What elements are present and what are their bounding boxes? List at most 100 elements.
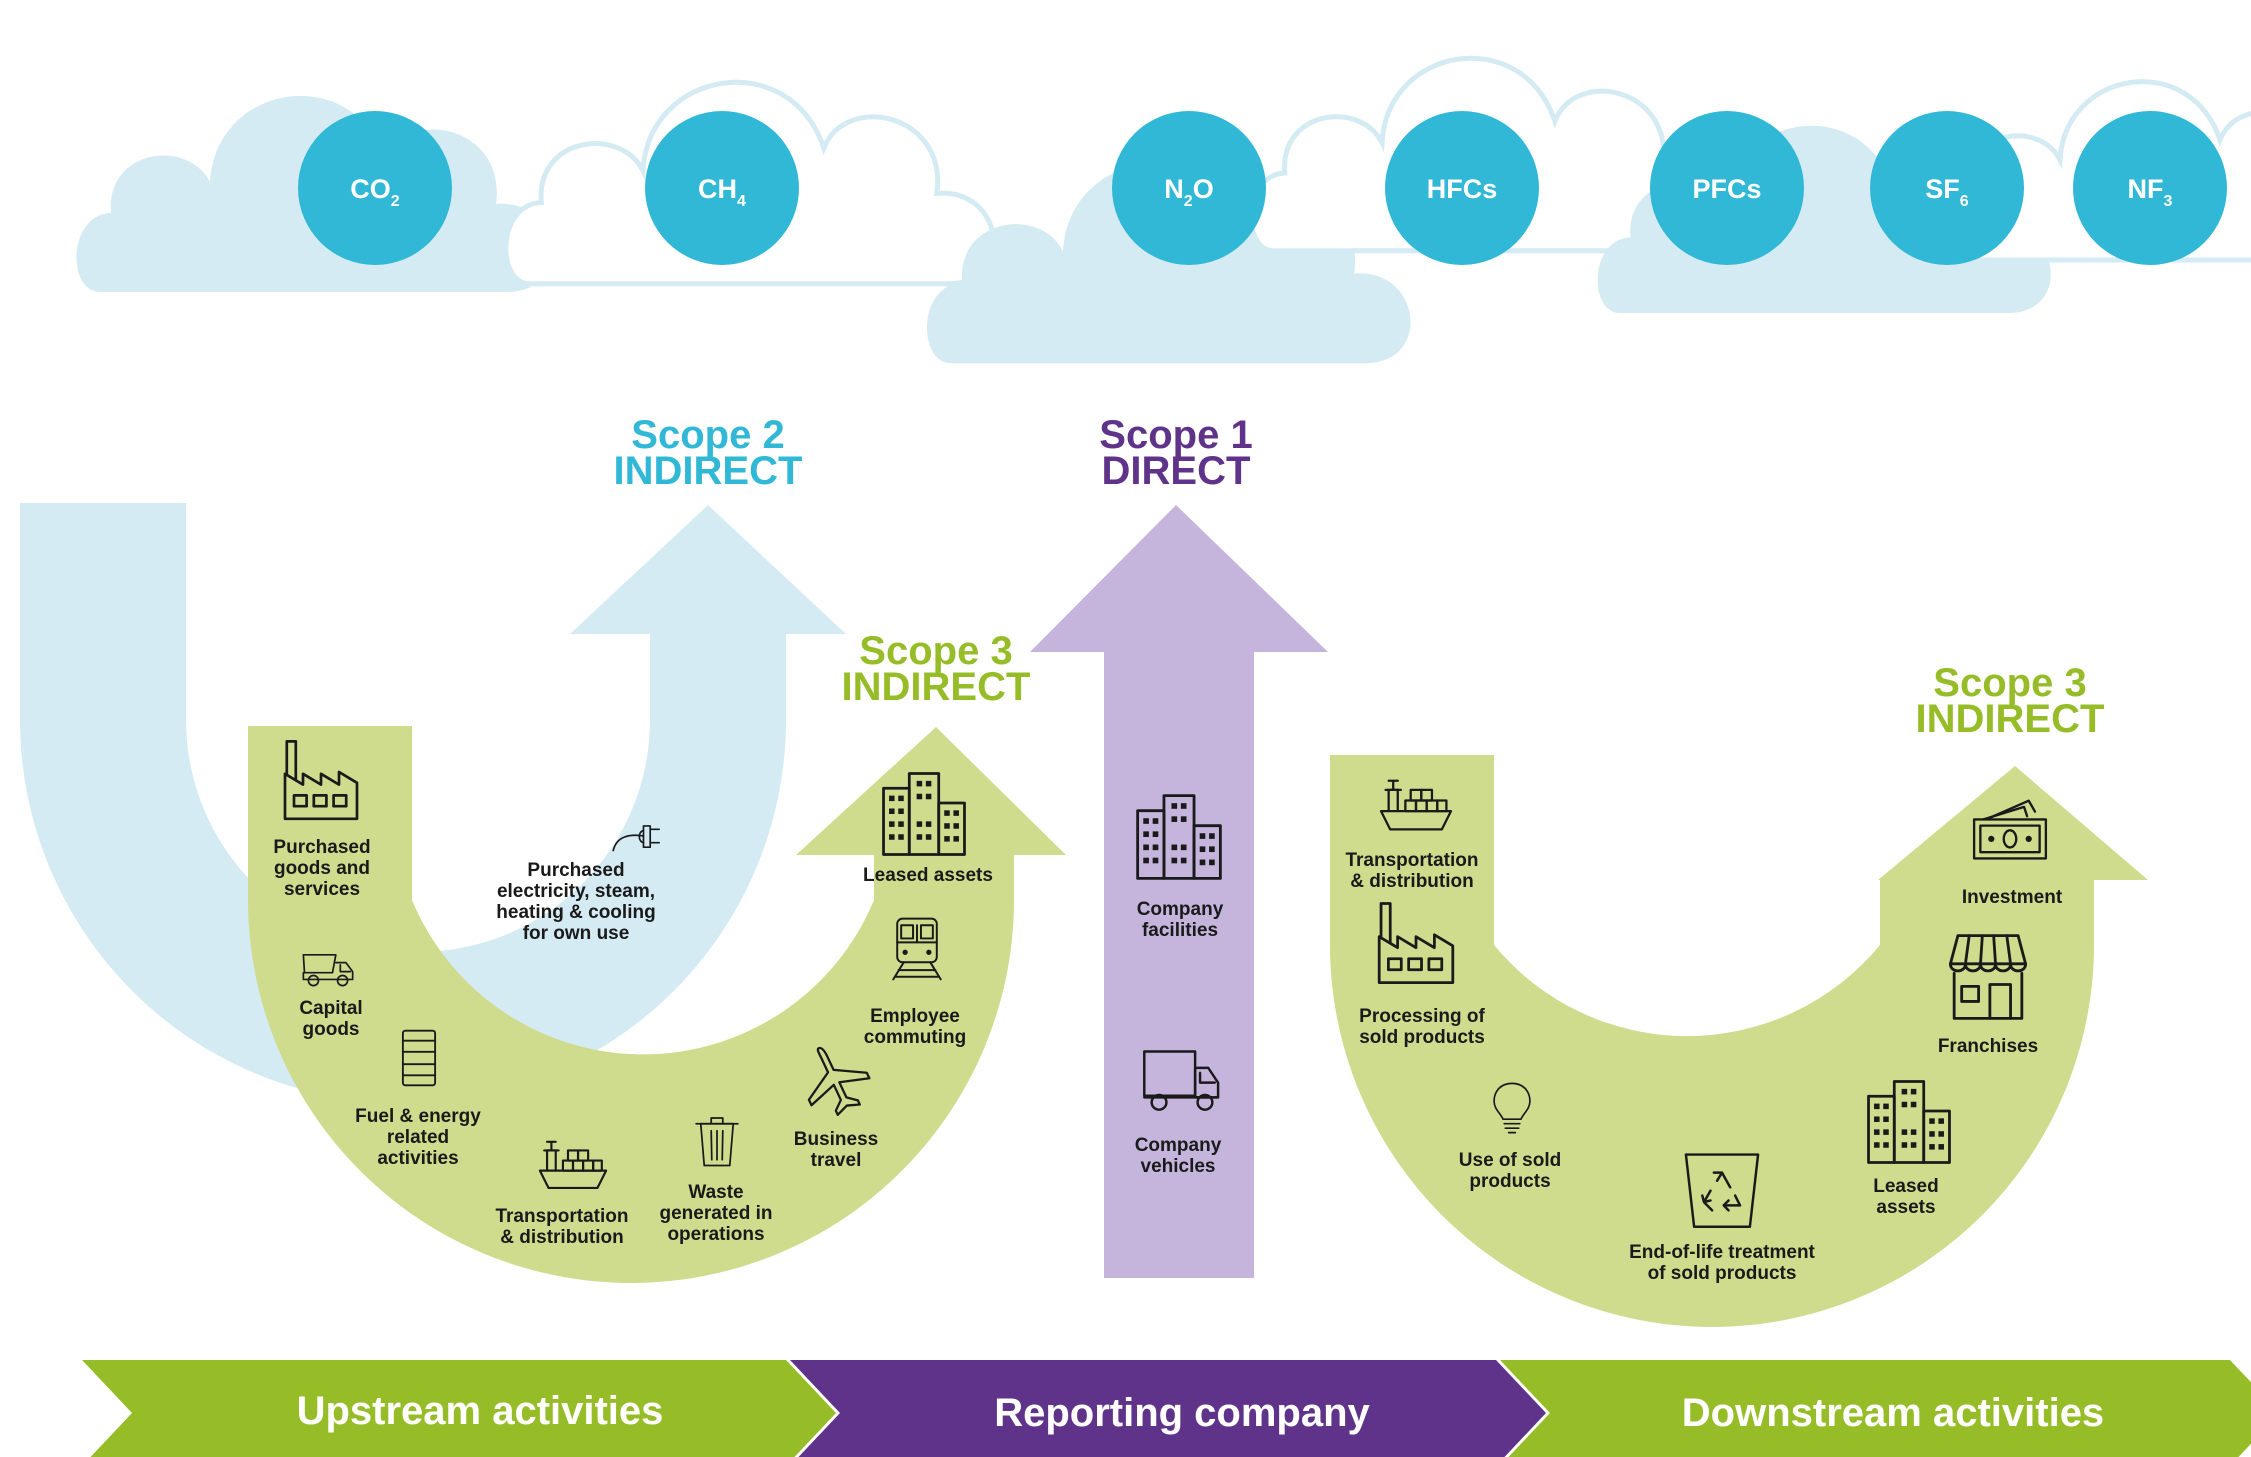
activity-label-line: Leased assets [863, 865, 993, 886]
activity-label-line: Business [794, 1129, 878, 1150]
scope3-upstream-title-line1: Scope 3 [859, 629, 1012, 673]
activity-label-line: assets [1876, 1197, 1935, 1218]
gas-hfcs: HFCs [1385, 111, 1539, 265]
activity-label-line: Use of sold [1459, 1150, 1561, 1171]
activity-franchises: Franchises [1938, 934, 2038, 1057]
activity-label-line: goods [303, 1019, 360, 1040]
activity-label-line: travel [811, 1150, 862, 1171]
gas-label: CH4 [698, 174, 746, 210]
activity-label-line: Transportation [495, 1206, 628, 1227]
activity-label-line: of sold products [1648, 1263, 1797, 1284]
gas-co2: CO2 [298, 111, 452, 265]
scope1-title-line1: Scope 1 [1099, 413, 1252, 457]
gas-nf3: NF3 [2073, 111, 2227, 265]
gas-sf6: SF6 [1870, 111, 2024, 265]
activity-label-line: services [284, 879, 360, 900]
activity-label-line: Transportation [1345, 850, 1478, 871]
reporting-banner-label: Reporting company [994, 1391, 1370, 1435]
scope2-title-line1: Scope 2 [631, 413, 784, 457]
gas-label: CO2 [350, 174, 400, 210]
activity-label-line: Purchased [273, 837, 370, 858]
gas-label: SF6 [1925, 174, 1969, 210]
scope1-title: Scope 1 DIRECT [1099, 413, 1252, 493]
scope-bands [20, 503, 2148, 1328]
activity-label-line: for own use [523, 923, 630, 944]
scope3-downstream-title: Scope 3 INDIRECT [1916, 661, 2105, 741]
activity-label-line: Fuel & energy [355, 1106, 481, 1127]
activity-label-line: Investment [1962, 887, 2063, 908]
activity-label-line: sold products [1359, 1027, 1485, 1048]
activity-label-line: goods and [274, 858, 370, 879]
downstream-banner [1500, 1360, 2251, 1457]
gas-label: HFCs [1427, 174, 1498, 204]
gas-circle [298, 111, 452, 265]
activity-label-line: products [1469, 1171, 1550, 1192]
gas-pfcs: PFCs [1650, 111, 1804, 265]
activity-label-line: Company [1137, 899, 1224, 920]
activity-label-line: heating & cooling [496, 902, 655, 923]
gas-label: N2O [1164, 174, 1213, 210]
activity-leased-up: Leased assets [863, 771, 993, 886]
gas-circle [1650, 111, 1804, 265]
gas-circle [1385, 111, 1539, 265]
downstream-banner-label: Downstream activities [1682, 1391, 2104, 1435]
scope3-downstream-title-line2: INDIRECT [1916, 697, 2105, 741]
activity-label-line: Capital [299, 998, 362, 1019]
gas-label: PFCs [1692, 174, 1761, 204]
activity-label-line: & distribution [1350, 871, 1473, 892]
upstream-banner-label: Upstream activities [297, 1389, 664, 1433]
activity-label-line: Company [1135, 1135, 1222, 1156]
upstream-banner [82, 1360, 836, 1457]
scope3-upstream-title: Scope 3 INDIRECT [842, 629, 1031, 709]
scope1-title-line2: DIRECT [1102, 449, 1251, 493]
gas-circle [1112, 111, 1266, 265]
gas-label: NF3 [2128, 174, 2173, 210]
activity-label-line: & distribution [500, 1227, 623, 1248]
activity-label-line: generated in [660, 1203, 773, 1224]
activity-label-line: Employee [870, 1006, 960, 1027]
reporting-banner [790, 1360, 1546, 1457]
scope3-downstream-band [1330, 755, 2148, 1328]
activity-label-line: Franchises [1938, 1036, 2038, 1057]
scope3-upstream-band [248, 726, 1066, 1283]
activity-transport-up: Transportation& distribution [495, 1140, 629, 1248]
bottom-banner: Upstream activities Reporting company Do… [82, 1360, 2251, 1457]
scope2-title-line2: INDIRECT [614, 449, 803, 493]
gas-circle [2073, 111, 2227, 265]
gas-ch4: CH4 [645, 111, 799, 265]
scope3-downstream-title-line1: Scope 3 [1933, 661, 2086, 705]
scope1-arrow [1030, 505, 1328, 1278]
activity-label-line: End-of-life treatment [1629, 1242, 1815, 1263]
activity-label-line: Leased [1873, 1176, 1938, 1197]
activity-label-line: electricity, steam, [497, 881, 655, 902]
activity-label-line: operations [667, 1224, 764, 1245]
gas-circle [1870, 111, 2024, 265]
gas-n2o: N2O [1112, 111, 1266, 265]
activity-transport-down: Transportation& distribution [1345, 779, 1479, 892]
activity-label-line: Processing of [1359, 1006, 1485, 1027]
activity-label-line: Purchased [527, 860, 624, 881]
gas-circle [645, 111, 799, 265]
activity-label-line: Waste [688, 1182, 743, 1203]
scope2-band [20, 503, 846, 1103]
activity-label-line: commuting [864, 1027, 966, 1048]
activity-investment: Investment [1962, 798, 2063, 908]
scope2-title: Scope 2 INDIRECT [614, 413, 803, 493]
scope3-upstream-title-line2: INDIRECT [842, 665, 1031, 709]
activity-label-line: vehicles [1141, 1156, 1216, 1177]
activity-label-line: related [387, 1127, 449, 1148]
